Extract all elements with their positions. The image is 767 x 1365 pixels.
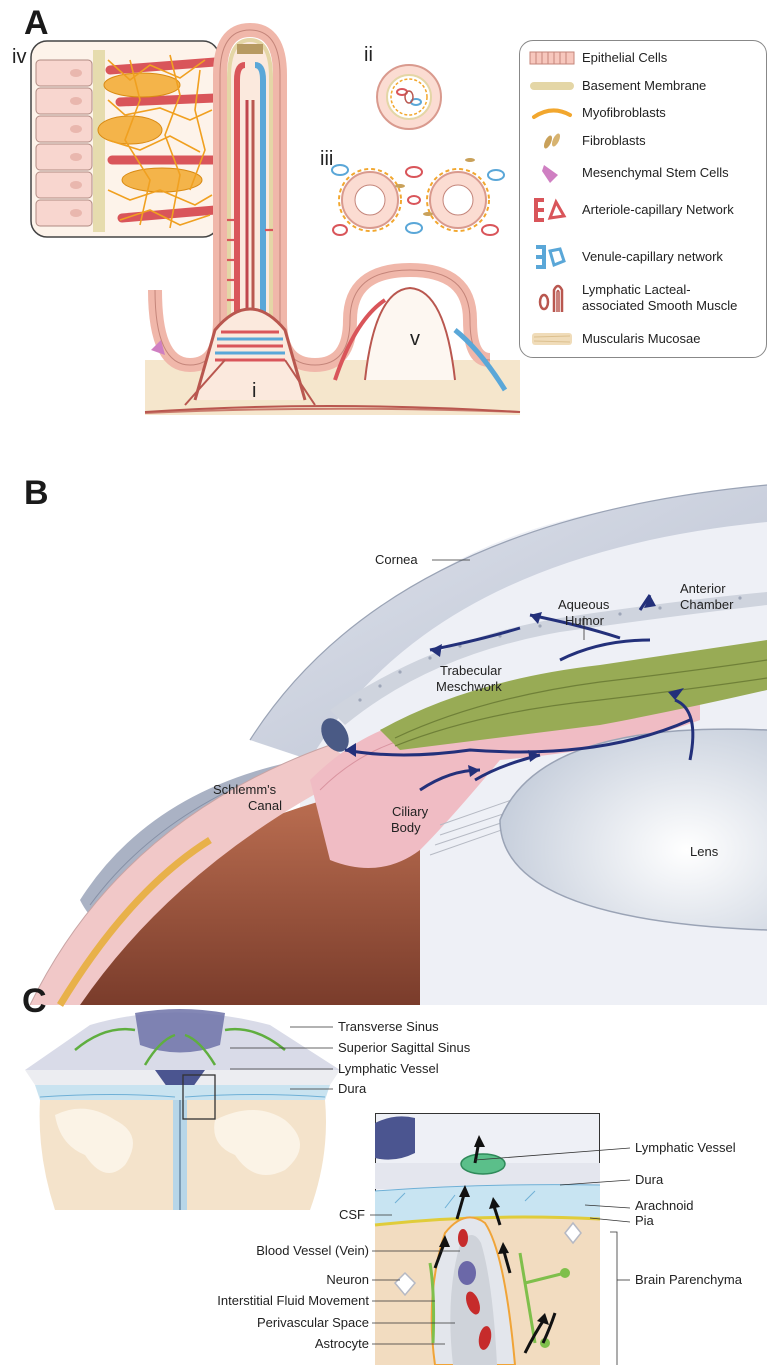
label-arachnoid: Arachnoid [635, 1198, 694, 1213]
label-interstitial: Interstitial Fluid Movement [217, 1293, 369, 1308]
label-perivascular: Perivascular Space [257, 1315, 369, 1330]
label-transverse-sinus: Transverse Sinus [338, 1019, 439, 1034]
label-blood-vessel: Blood Vessel (Vein) [256, 1243, 369, 1258]
label-pia: Pia [635, 1213, 654, 1228]
label-lymphatic-vessel-top: Lymphatic Vessel [338, 1061, 439, 1076]
label-csf: CSF [339, 1207, 365, 1222]
label-superior-sagittal-sinus: Superior Sagittal Sinus [338, 1040, 470, 1055]
label-dura: Dura [635, 1172, 663, 1187]
label-brain-parenchyma: Brain Parenchyma [635, 1272, 742, 1287]
label-neuron: Neuron [326, 1272, 369, 1287]
label-astrocyte: Astrocyte [315, 1336, 369, 1351]
label-lymphatic-vessel: Lymphatic Vessel [635, 1140, 736, 1155]
label-dura-top: Dura [338, 1081, 366, 1096]
